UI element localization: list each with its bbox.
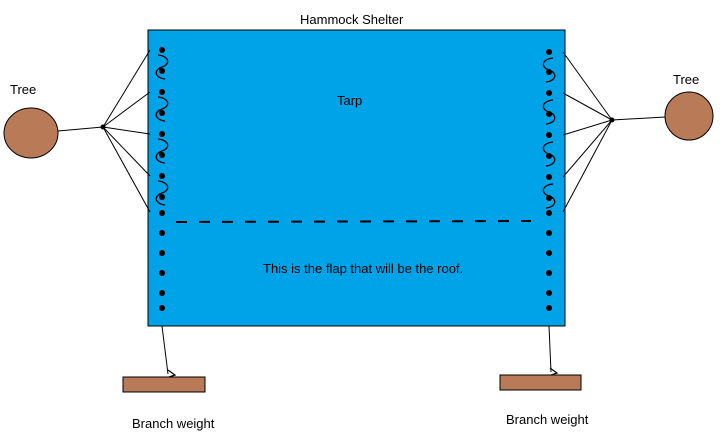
grommet-dot xyxy=(159,290,165,296)
flap-note: This is the flap that will be the roof. xyxy=(263,261,464,276)
grommet-dot xyxy=(159,173,165,179)
guy-lines-left xyxy=(57,49,151,213)
tree-rope xyxy=(57,126,104,132)
grommet-dot xyxy=(546,305,552,311)
branch-weight-right-rect xyxy=(499,374,582,391)
grommet-dot xyxy=(159,305,165,311)
cord-hooks-left xyxy=(155,54,169,206)
guy-line xyxy=(102,49,151,128)
guy-line xyxy=(562,92,613,121)
tree-right-label: Tree xyxy=(673,72,700,87)
guy-line xyxy=(102,91,151,128)
grommet-dots-left xyxy=(159,47,165,311)
grommet-dot xyxy=(546,210,552,216)
tarp-rect xyxy=(147,29,566,327)
guy-line xyxy=(102,126,151,213)
guy-line xyxy=(102,126,151,135)
grommet-dot xyxy=(546,174,552,180)
guy-line xyxy=(562,119,613,213)
guy-lines-right xyxy=(562,51,666,213)
grommet-dot xyxy=(546,250,552,256)
grommet-dot xyxy=(159,270,165,276)
branch-weight-right-label: Branch weight xyxy=(506,412,589,427)
grommet-dot xyxy=(546,90,552,96)
guy-line xyxy=(562,51,613,121)
grommet-dot xyxy=(159,194,165,200)
tarp-label: Tarp xyxy=(337,93,363,108)
tree-right-circle xyxy=(664,91,714,141)
knot-dot-right xyxy=(609,117,615,123)
cord-hook xyxy=(542,57,556,83)
grommet-dot xyxy=(546,230,552,236)
grommet-dot xyxy=(159,210,165,216)
guy-line xyxy=(102,126,151,177)
grommet-dot xyxy=(546,270,552,276)
cord-hooks-right xyxy=(542,57,556,209)
knot-dot-left xyxy=(100,124,106,130)
grommet-dot xyxy=(159,89,165,95)
tree-left-label: Tree xyxy=(10,82,37,97)
cord-hook xyxy=(542,183,556,209)
branch-weight-left-rect xyxy=(122,376,206,393)
weight-rope-right xyxy=(548,325,552,373)
branch-weight-left-label: Branch weight xyxy=(132,416,215,431)
grommet-dot xyxy=(159,47,165,53)
cord-hook xyxy=(155,138,169,164)
grommet-dot xyxy=(159,131,165,137)
grommet-dot xyxy=(159,250,165,256)
grommet-dot xyxy=(159,230,165,236)
tree-left-circle xyxy=(3,107,59,159)
cord-hook xyxy=(542,141,556,167)
guy-line xyxy=(562,119,613,136)
cord-hook xyxy=(542,99,556,125)
weight-rope-left xyxy=(161,325,169,375)
grommet-dot xyxy=(159,110,165,116)
diagram-title: Hammock Shelter xyxy=(300,12,404,27)
grommet-dot xyxy=(546,132,552,138)
grommet-dot xyxy=(159,152,165,158)
cord-hook xyxy=(155,54,169,80)
cord-hook xyxy=(155,96,169,122)
grommet-dot xyxy=(159,68,165,74)
grommet-dot xyxy=(546,49,552,55)
tree-rope xyxy=(611,116,666,121)
guy-line xyxy=(562,119,613,178)
grommet-dot xyxy=(546,290,552,296)
cord-hook xyxy=(155,180,169,206)
